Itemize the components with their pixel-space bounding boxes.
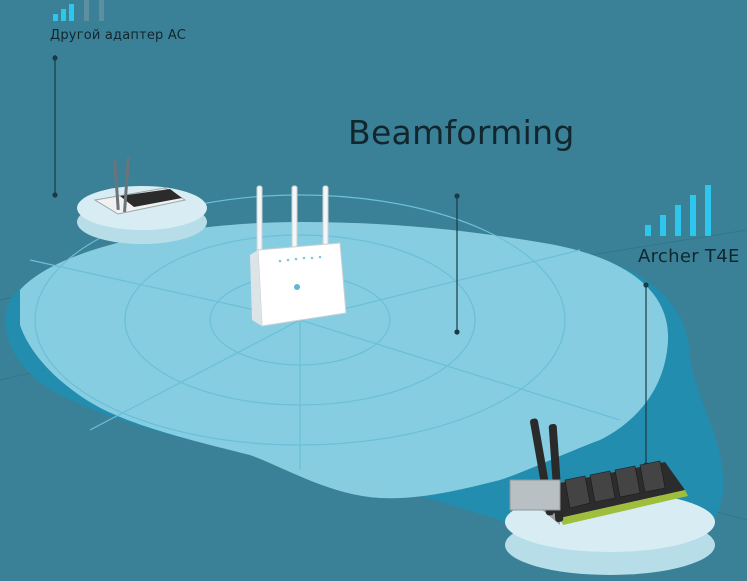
other-adapter-signal-icon	[53, 0, 104, 21]
page-title: Beamforming	[348, 113, 575, 152]
archer-t4e-label: Archer T4E	[638, 246, 740, 267]
leader-lines	[52, 55, 649, 468]
other-adapter-card	[93, 156, 187, 215]
other-adapter-label: Другой адаптер AC	[50, 28, 186, 43]
router-icon	[250, 185, 347, 327]
coverage-area	[20, 222, 669, 499]
archer-signal-icon	[645, 185, 711, 236]
archer-t4e-card	[509, 418, 688, 525]
